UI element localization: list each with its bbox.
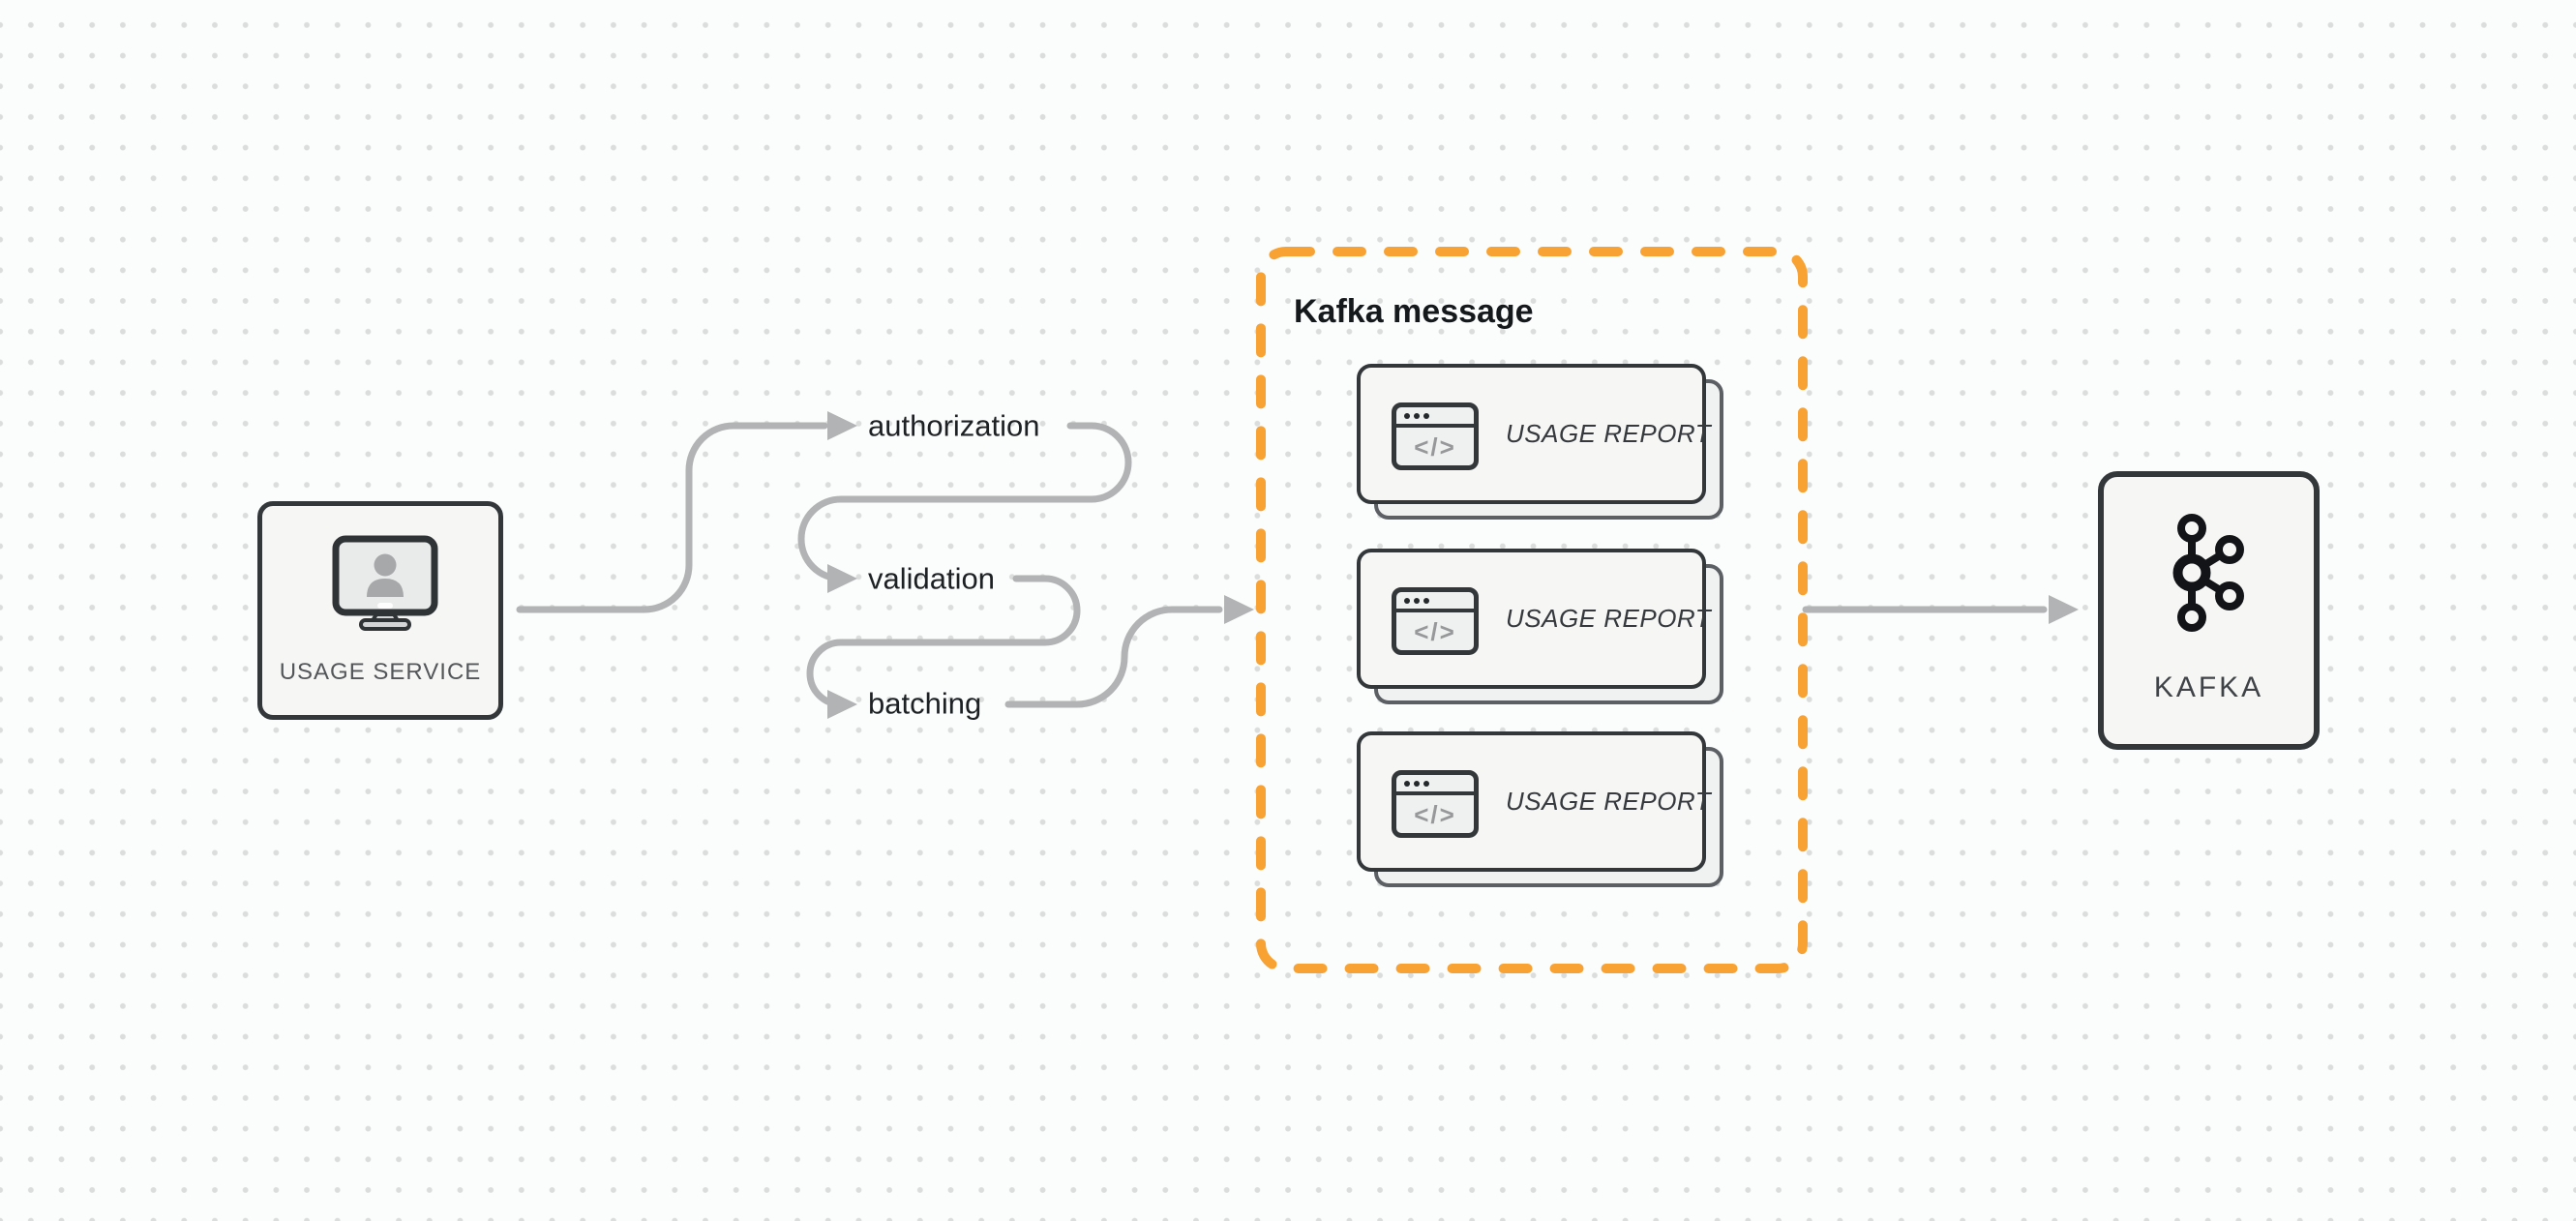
step-authorization[interactable]: authorization bbox=[868, 408, 1040, 443]
window-bar bbox=[1396, 775, 1474, 795]
window-bar bbox=[1396, 592, 1474, 612]
step-batching[interactable]: batching bbox=[868, 686, 982, 721]
window-dot bbox=[1414, 780, 1420, 787]
arrow-usage-service-to-authorization[interactable] bbox=[516, 411, 857, 613]
window-dot bbox=[1423, 597, 1429, 604]
kafka-message-group-border[interactable] bbox=[1256, 247, 1808, 973]
code-window-icon: </> bbox=[1392, 402, 1479, 470]
window-dot bbox=[1404, 412, 1410, 419]
usage-report-card[interactable]: </> USAGE REPORT bbox=[1357, 364, 1723, 520]
usage-report-label: USAGE REPORT bbox=[1506, 787, 1712, 816]
kafka-label: KAFKA bbox=[2153, 671, 2264, 703]
usage-service-label: USAGE SERVICE bbox=[279, 659, 482, 685]
usage-service-node[interactable]: USAGE SERVICE bbox=[257, 501, 503, 720]
window-dot bbox=[1414, 412, 1420, 419]
window-dot bbox=[1423, 780, 1429, 787]
usage-report-label: USAGE REPORT bbox=[1506, 419, 1712, 448]
card-face: </> USAGE REPORT bbox=[1357, 549, 1711, 689]
window-dot bbox=[1423, 412, 1429, 419]
window-dot bbox=[1404, 597, 1410, 604]
arrow-validation-to-batching[interactable] bbox=[806, 575, 1081, 719]
code-glyph: </> bbox=[1414, 799, 1456, 829]
step-validation[interactable]: validation bbox=[868, 561, 995, 596]
kafka-logo-icon bbox=[2172, 514, 2244, 632]
arrow-kafka-message-to-kafka[interactable] bbox=[1802, 595, 2079, 624]
card-face: </> USAGE REPORT bbox=[1357, 731, 1711, 872]
window-bar bbox=[1396, 407, 1474, 428]
window-dot bbox=[1414, 597, 1420, 604]
usage-report-card[interactable]: </> USAGE REPORT bbox=[1357, 731, 1723, 887]
usage-report-card[interactable]: </> USAGE REPORT bbox=[1357, 549, 1723, 704]
usage-report-label: USAGE REPORT bbox=[1506, 604, 1712, 633]
arrow-authorization-to-validation[interactable] bbox=[797, 422, 1132, 593]
kafka-node[interactable]: KAFKA bbox=[2098, 471, 2320, 750]
code-glyph: </> bbox=[1414, 432, 1456, 462]
window-dot bbox=[1404, 780, 1410, 787]
code-glyph: </> bbox=[1414, 616, 1456, 646]
card-face: </> USAGE REPORT bbox=[1357, 364, 1711, 504]
arrow-batching-to-kafka-message[interactable] bbox=[1004, 595, 1254, 708]
kafka-message-group-label[interactable]: Kafka message bbox=[1294, 293, 1534, 330]
code-window-icon: </> bbox=[1392, 770, 1479, 838]
monitor-user-icon bbox=[332, 535, 438, 631]
code-window-icon: </> bbox=[1392, 587, 1479, 655]
